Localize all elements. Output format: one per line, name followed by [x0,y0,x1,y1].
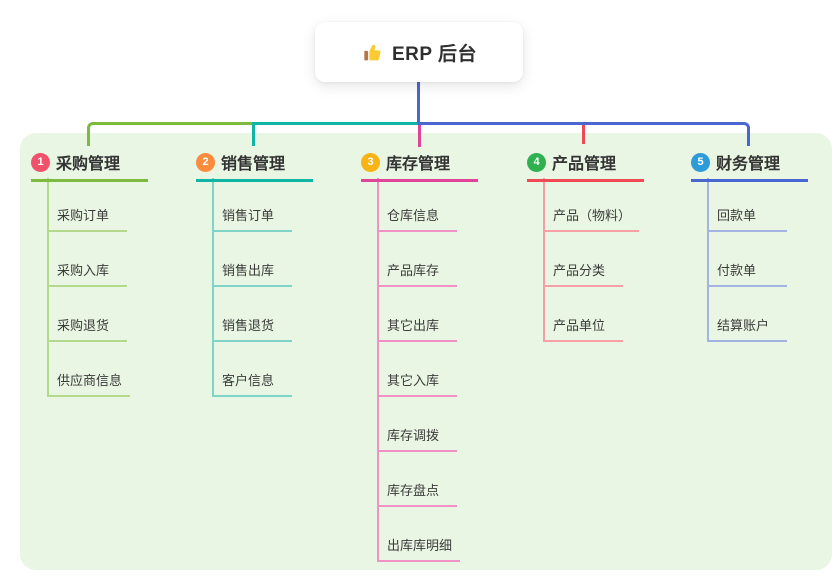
child-node[interactable]: 采购入库 [47,262,127,287]
child-node[interactable]: 销售退货 [212,317,292,342]
child-label: 库存盘点 [377,483,457,507]
branch-node-2[interactable]: 2 销售管理 [196,150,313,182]
branch-spine-line [543,178,545,341]
child-node[interactable]: 仓库信息 [377,207,457,232]
child-node[interactable]: 销售出库 [212,262,292,287]
branch-node-3[interactable]: 3 库存管理 [361,150,478,182]
root-title: ERP 后台 [391,43,477,65]
child-label: 产品库存 [377,263,457,287]
child-node[interactable]: 供应商信息 [47,372,131,397]
child-label: 供应商信息 [47,373,131,397]
branch-node-5[interactable]: 5 财务管理 [691,150,808,182]
child-node[interactable]: 库存盘点 [377,482,457,507]
child-label: 库存调拨 [377,428,457,452]
child-node[interactable]: 产品单位 [543,317,623,342]
child-label: 回款单 [707,208,787,232]
child-node[interactable]: 付款单 [707,262,787,287]
connector-root-drop [417,80,420,123]
child-node[interactable]: 产品分类 [543,262,623,287]
child-label: 其它出库 [377,318,457,342]
branch-label: 产品管理 [552,156,617,173]
branch-badge: 3 [361,152,380,172]
root-node[interactable]: ERP 后台 [315,22,523,82]
child-label: 客户信息 [212,373,292,397]
child-node[interactable]: 销售订单 [212,207,292,232]
child-node[interactable]: 库存调拨 [377,427,457,452]
child-label: 销售退货 [212,318,292,342]
mindmap-panel [20,133,832,570]
branch-label: 销售管理 [221,156,286,173]
child-node[interactable]: 产品（物料） [543,207,640,232]
branch-spine-line [212,178,214,396]
child-label: 付款单 [707,263,787,287]
child-node[interactable]: 其它出库 [377,317,457,342]
branch-label: 库存管理 [386,156,451,173]
connector-bus-blue [418,122,750,146]
connector-bus-green [87,122,252,146]
child-node[interactable]: 出库库明细 [377,537,461,562]
connector-drop-inventory [417,123,421,147]
thumbs-up-icon [361,41,383,63]
branch-badge: 5 [691,152,710,172]
child-label: 采购订单 [47,208,127,232]
child-label: 产品分类 [543,263,623,287]
child-node[interactable]: 其它入库 [377,372,457,397]
child-label: 产品（物料） [543,208,640,232]
child-node[interactable]: 产品库存 [377,262,457,287]
child-label: 仓库信息 [377,208,457,232]
child-node[interactable]: 采购退货 [47,317,127,342]
child-label: 结算账户 [707,318,787,342]
child-label: 销售出库 [212,263,292,287]
branch-node-1[interactable]: 1 采购管理 [31,150,148,182]
child-label: 采购退货 [47,318,127,342]
connector-drop-product [581,123,585,144]
branch-badge: 1 [31,152,50,172]
child-node[interactable]: 采购订单 [47,207,127,232]
connector-bus-teal [252,122,419,146]
branch-node-4[interactable]: 4 产品管理 [527,150,644,182]
branch-label: 财务管理 [716,156,781,173]
branch-badge: 2 [196,152,215,172]
child-label: 出库库明细 [377,538,461,562]
branch-spine-line [377,178,379,561]
branch-spine-line [707,178,709,341]
branch-spine-line [47,178,49,396]
child-node[interactable]: 客户信息 [212,372,292,397]
child-label: 其它入库 [377,373,457,397]
child-node[interactable]: 结算账户 [707,317,787,342]
child-label: 采购入库 [47,263,127,287]
child-label: 销售订单 [212,208,292,232]
branch-badge: 4 [527,152,546,172]
child-label: 产品单位 [543,318,623,342]
branch-label: 采购管理 [56,156,121,173]
child-node[interactable]: 回款单 [707,207,787,232]
